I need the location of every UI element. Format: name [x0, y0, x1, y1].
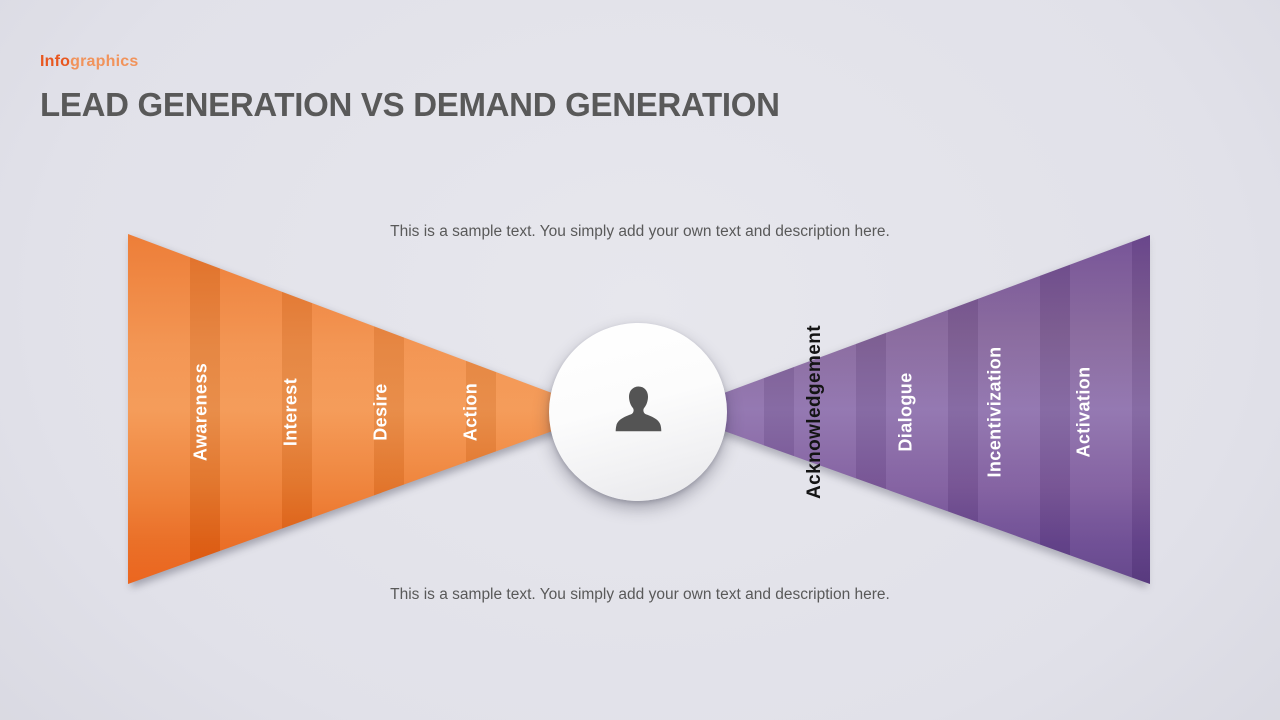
- eyebrow-suffix: graphics: [70, 53, 139, 70]
- stage-label-acknowledgement: Acknowledgement: [804, 325, 825, 499]
- stage-label-action: Action: [460, 382, 481, 442]
- eyebrow-label: Infographics: [40, 53, 138, 71]
- center-circle: [549, 323, 727, 501]
- lead-generation-funnel: [128, 234, 604, 584]
- stage-label-activation: Activation: [1073, 366, 1094, 458]
- person-icon: [615, 386, 661, 431]
- demand-generation-funnel: [672, 235, 1150, 584]
- stage-label-desire: Desire: [370, 383, 391, 441]
- slide-title: LEAD GENERATION VS DEMAND GENERATION: [40, 86, 780, 123]
- eyebrow-prefix: Info: [40, 53, 71, 70]
- stage-label-awareness: Awareness: [190, 362, 211, 462]
- stage-label-incentivization: Incentivization: [984, 346, 1005, 478]
- bottom-caption: This is a sample text. You simply add yo…: [390, 586, 890, 603]
- stage-label-interest: Interest: [280, 377, 301, 447]
- top-caption: This is a sample text. You simply add yo…: [390, 223, 890, 240]
- stage-label-dialogue: Dialogue: [895, 372, 916, 452]
